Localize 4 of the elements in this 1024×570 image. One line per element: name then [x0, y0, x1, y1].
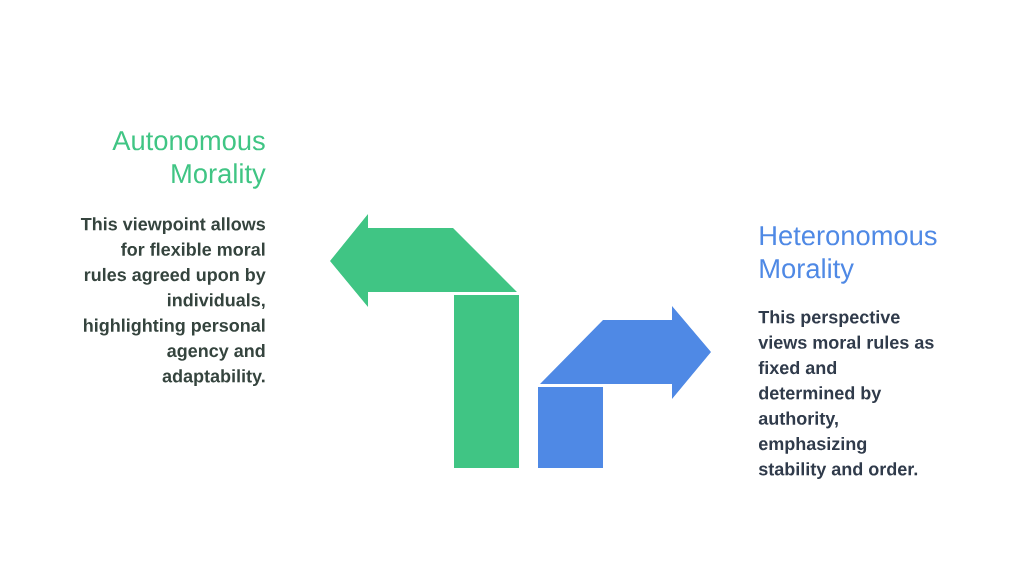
description-text: This viewpoint allows for flexible moral rules agreed upon by individuals, highlighting personal agency and adaptability. [80, 217, 266, 387]
heading: Heteronomous Morality [760, 226, 937, 284]
description-text: This perspective views moral rules as fixed and determined by authority, emphasizing stability and order. [758, 310, 934, 480]
heading: Autonomous Morality [112, 131, 266, 189]
